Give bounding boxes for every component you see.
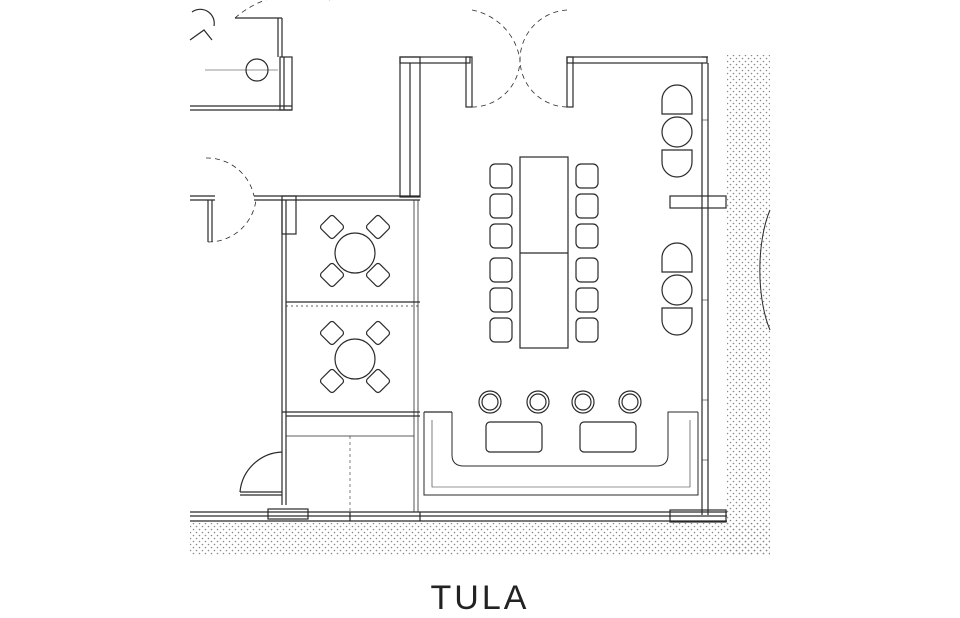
window-mullions bbox=[702, 119, 708, 461]
boardroom-chairs-right bbox=[575, 163, 599, 343]
lounge-chairs-lower bbox=[661, 242, 693, 336]
bar-stools bbox=[478, 390, 642, 414]
boardroom-table bbox=[519, 156, 569, 349]
room-name-label: TULA bbox=[430, 579, 530, 617]
main-walls bbox=[190, 56, 727, 523]
exterior-curve-right bbox=[759, 209, 771, 331]
exterior-hatch-right bbox=[727, 55, 770, 555]
boardroom-chairs-left bbox=[489, 163, 513, 343]
floor-plan bbox=[189, 0, 771, 555]
door-bottom-left bbox=[239, 451, 283, 496]
meeting-room-1-furniture bbox=[319, 214, 391, 288]
counter-banquette bbox=[423, 411, 699, 496]
adjacent-room-top-left bbox=[189, 0, 330, 111]
exterior-hatch-bottom bbox=[190, 523, 770, 555]
door-left bbox=[190, 157, 282, 243]
meeting-room-2-furniture bbox=[319, 320, 391, 394]
entrance-double-door bbox=[471, 9, 568, 108]
lounge-chairs-upper bbox=[661, 84, 693, 178]
